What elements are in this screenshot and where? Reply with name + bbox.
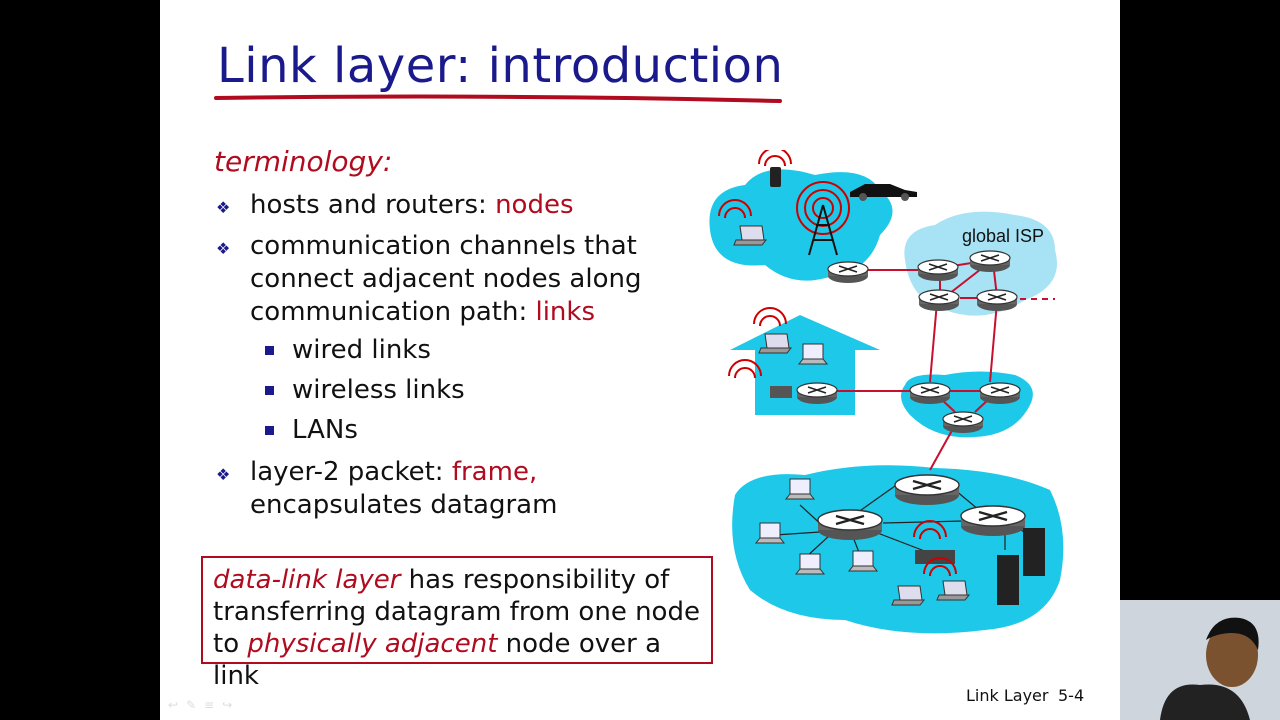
router xyxy=(827,261,869,284)
square-bullet-icon xyxy=(265,346,274,355)
footer-page-number: 5-4 xyxy=(1058,686,1085,705)
bullet-line: encapsulates datagram xyxy=(250,490,558,520)
sub-bullet-lans: LANs xyxy=(265,415,358,445)
bullet-line: communication path: xyxy=(250,297,536,327)
desktop-computer-icon xyxy=(795,553,825,575)
bullet-frame: ❖ layer-2 packet: frame, encapsulates da… xyxy=(216,456,558,522)
server-icon xyxy=(997,555,1019,605)
router xyxy=(917,259,959,282)
bullet-text: hosts and routers: xyxy=(250,190,496,220)
bullet-nodes: ❖ hosts and routers: nodes xyxy=(216,189,574,222)
bullet-links: ❖ communication channels that connect ad… xyxy=(216,230,642,329)
title-underline xyxy=(214,94,782,103)
bullet-line: connect adjacent nodes along xyxy=(250,264,642,294)
forward-arrow-icon[interactable]: ↪ xyxy=(222,698,233,712)
term-physically-adjacent: physically adjacent xyxy=(247,629,498,659)
global-isp-label: global ISP xyxy=(962,226,1044,246)
sub-bullet-text: wired links xyxy=(292,335,431,365)
presenter-avatar xyxy=(1120,600,1280,720)
router xyxy=(969,250,1011,273)
diamond-bullet-icon: ❖ xyxy=(216,239,231,258)
definition-text: node over a link xyxy=(213,629,661,691)
wireless-signal-icon xyxy=(753,307,787,327)
desktop-computer-icon xyxy=(848,550,878,572)
router xyxy=(959,504,1027,538)
definition-box: data-link layer has responsibility of tr… xyxy=(201,556,713,691)
menu-icon[interactable]: ≡ xyxy=(204,698,215,712)
terminology-heading: terminology: xyxy=(214,145,393,178)
diamond-bullet-icon: ❖ xyxy=(216,198,231,217)
slide-title: Link layer: introduction xyxy=(217,38,784,94)
square-bullet-icon xyxy=(265,386,274,395)
desktop-computer-icon xyxy=(755,522,785,544)
car-icon xyxy=(850,184,917,197)
router xyxy=(942,411,984,434)
wireless-access-point-icon xyxy=(915,550,955,564)
presenter-webcam xyxy=(1120,600,1280,720)
definition-text: has responsibility of xyxy=(400,565,670,595)
network-diagram: global ISP xyxy=(709,150,1064,634)
term-data-link-layer: data-link layer xyxy=(213,565,401,595)
bullet-line: communication channels that xyxy=(250,231,637,261)
pen-icon[interactable]: ✎ xyxy=(186,698,197,712)
sub-bullet-text: wireless links xyxy=(292,375,465,405)
term-frame: frame, xyxy=(451,457,538,487)
bullet-line: layer-2 packet: xyxy=(250,457,452,487)
server-icon xyxy=(1023,528,1045,576)
wireless-access-point-icon xyxy=(770,386,792,398)
footer-chapter-label: Link Layer xyxy=(966,686,1049,705)
sub-bullet-text: LANs xyxy=(292,415,358,445)
desktop-computer-icon xyxy=(798,343,828,365)
term-links: links xyxy=(535,297,595,327)
router xyxy=(918,289,960,312)
desktop-computer-icon xyxy=(785,478,815,500)
cell-tower-icon xyxy=(796,181,850,256)
router xyxy=(979,382,1021,405)
slide: Link layer: introduction terminology: ❖ … xyxy=(160,0,1120,720)
router xyxy=(816,508,884,542)
diamond-bullet-icon: ❖ xyxy=(216,465,231,484)
square-bullet-icon xyxy=(265,426,274,435)
smartphone-icon xyxy=(758,150,792,187)
term-nodes: nodes xyxy=(495,190,574,220)
slide-toolbar[interactable]: ↩ ✎ ≡ ↪ xyxy=(168,698,232,712)
sub-bullet-wireless: wireless links xyxy=(265,375,465,405)
sub-bullet-wired: wired links xyxy=(265,335,431,365)
definition-text: to xyxy=(213,629,248,659)
back-arrow-icon[interactable]: ↩ xyxy=(168,698,179,712)
router xyxy=(909,382,951,405)
router xyxy=(976,289,1018,312)
definition-text: transferring datagram from one node xyxy=(213,597,700,627)
router xyxy=(893,473,961,507)
router xyxy=(796,382,838,405)
